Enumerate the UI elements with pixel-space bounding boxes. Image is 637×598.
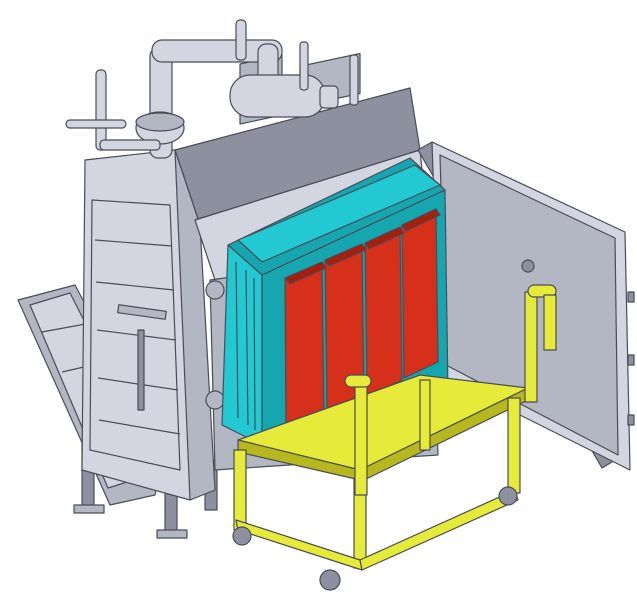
yellow-cart [232, 284, 557, 591]
cart-wheel [319, 569, 341, 591]
red-panel-1 [284, 261, 325, 433]
red-panels [284, 208, 441, 433]
cart-wheel [232, 526, 252, 546]
red-panel-4 [401, 208, 439, 379]
top-piping [65, 19, 359, 159]
red-panel-3 [364, 226, 403, 397]
cart-wheel [498, 486, 518, 506]
